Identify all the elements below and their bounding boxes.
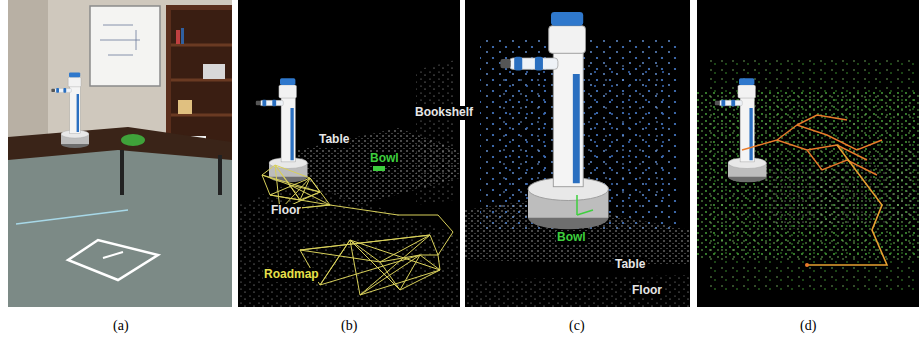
panel-caption: (c) [568, 318, 586, 334]
scene-label: Floor [270, 204, 302, 218]
scene-label: Table [318, 133, 350, 147]
panel-caption: (d) [799, 318, 817, 334]
panel-caption: (a) [112, 318, 130, 334]
sampling-panel [465, 0, 690, 307]
scene-label: Bookshelf [414, 106, 474, 120]
object-label: Bowl [369, 152, 400, 166]
object-label: Bowl [556, 231, 587, 245]
photo-panel [8, 0, 232, 307]
panel-caption: (b) [340, 318, 358, 334]
roadmap-panel [238, 0, 460, 307]
scene-label: Floor [631, 284, 663, 298]
roadmap-label: Roadmap [263, 268, 320, 282]
path-panel [697, 0, 919, 307]
scene-label: Table [614, 258, 646, 272]
